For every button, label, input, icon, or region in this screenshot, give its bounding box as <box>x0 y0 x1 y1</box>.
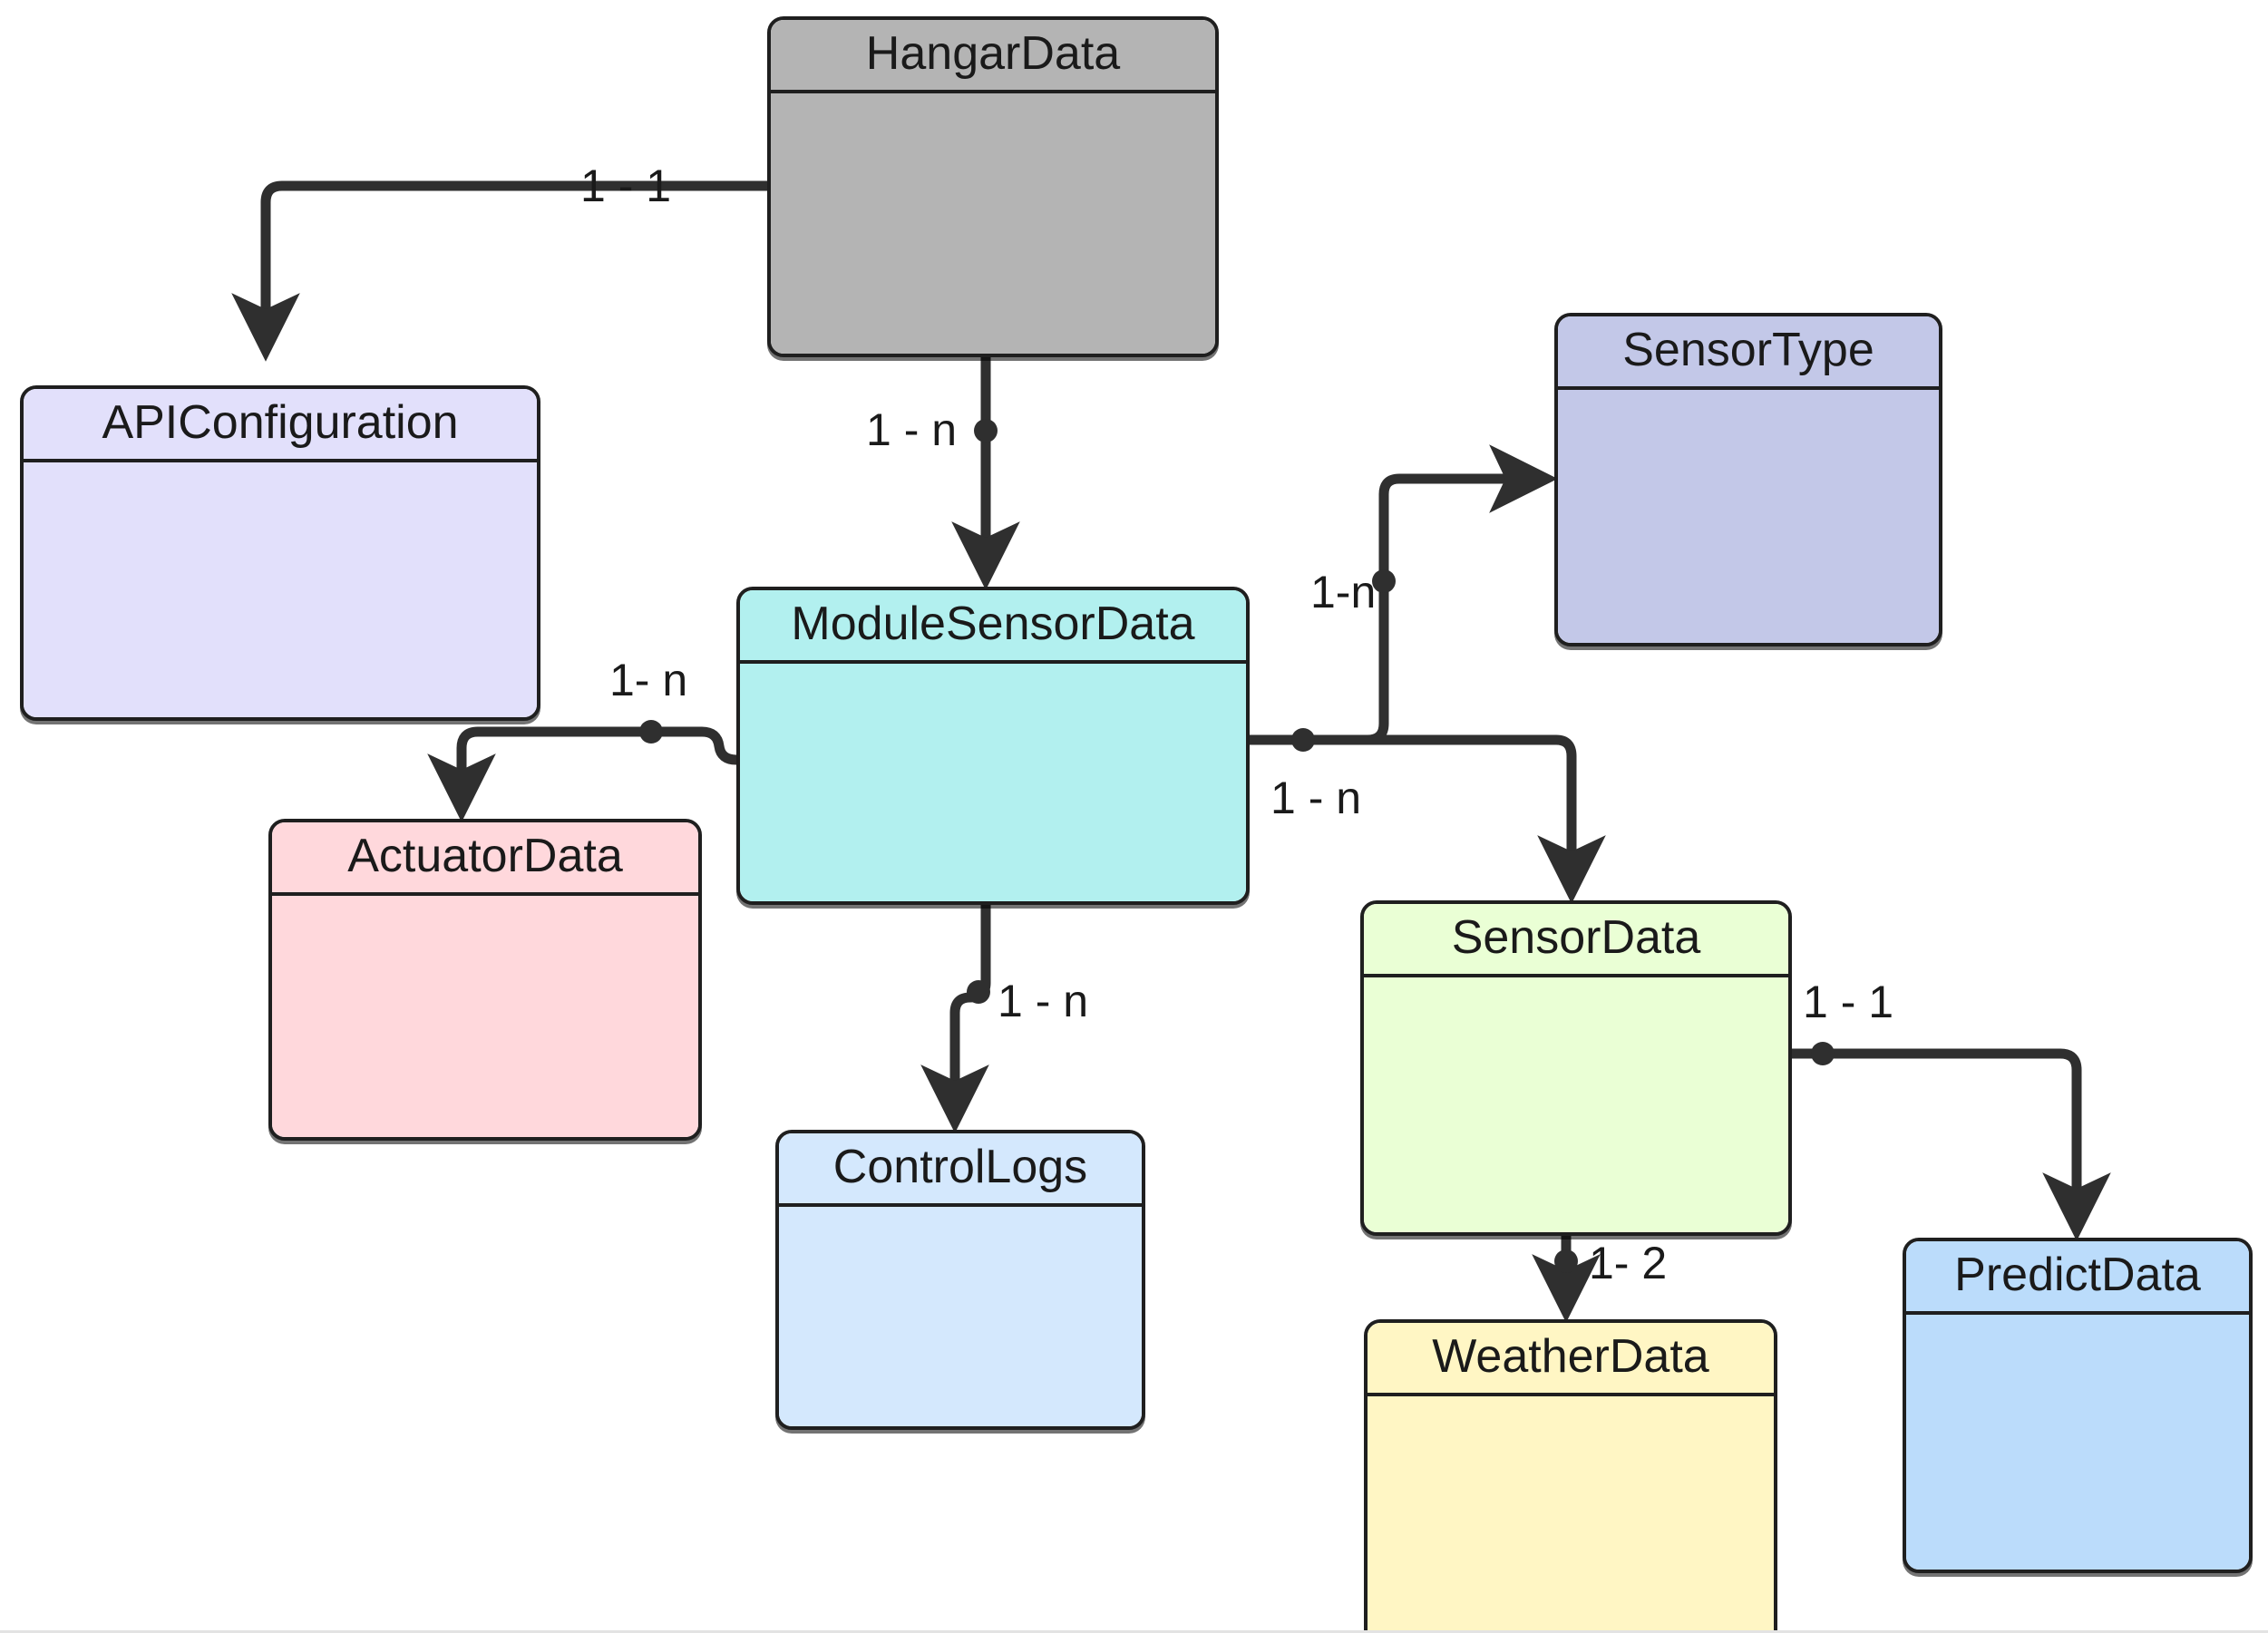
edge-label-hangar-api: 1 - 1 <box>580 160 672 211</box>
edge-label-module-sensordata: 1 - n <box>1270 773 1362 823</box>
entity-predictdata[interactable]: PredictData <box>1903 1238 2253 1573</box>
edge-label-module-controllogs: 1 - n <box>998 976 1089 1026</box>
edge-modulesensordata-to-controllogs <box>920 899 991 1133</box>
entity-modulesensordata-title: ModuleSensorData <box>740 590 1246 664</box>
entity-modulesensordata-body <box>740 663 1246 901</box>
entity-modulesensordata[interactable]: ModuleSensorData <box>736 587 1250 905</box>
entity-hangardata-title: HangarData <box>771 20 1215 93</box>
entity-apiconfiguration-title: APIConfiguration <box>24 389 537 462</box>
edge-label-module-actuator: 1- n <box>609 655 688 705</box>
edge-hangar-to-modulesensordata <box>951 352 1020 590</box>
edge-label-sensordata-weather: 1- 2 <box>1589 1238 1668 1288</box>
entity-sensortype[interactable]: SensorType <box>1554 313 1942 646</box>
entity-actuatordata[interactable]: ActuatorData <box>268 819 702 1141</box>
entity-sensordata-body <box>1364 977 1788 1232</box>
edge-modulesensordata-to-actuatordata <box>427 720 742 822</box>
entity-sensortype-body <box>1558 389 1939 643</box>
entity-weatherdata-body <box>1368 1395 1774 1633</box>
edge-sensordata-to-predictdata <box>1786 1042 2111 1241</box>
edge-label-module-sensortype: 1-n <box>1310 567 1377 617</box>
edge-modulesensordata-to-sensortype <box>1244 444 1558 745</box>
entity-hangardata[interactable]: HangarData <box>767 16 1219 357</box>
entity-predictdata-title: PredictData <box>1906 1241 2249 1315</box>
entity-sensordata[interactable]: SensorData <box>1360 900 1792 1236</box>
entity-weatherdata-title: WeatherData <box>1368 1323 1774 1396</box>
entity-apiconfiguration-body <box>24 462 537 717</box>
edge-sensordata-to-weatherdata <box>1532 1230 1601 1323</box>
entity-sensordata-title: SensorData <box>1364 904 1788 977</box>
edge-label-sensordata-predict: 1 - 1 <box>1803 977 1894 1027</box>
entity-controllogs-title: ControlLogs <box>779 1133 1142 1207</box>
entity-sensortype-title: SensorType <box>1558 316 1939 390</box>
entity-hangardata-body <box>771 92 1215 354</box>
entity-weatherdata[interactable]: WeatherData <box>1364 1319 1777 1633</box>
entity-controllogs-body <box>779 1206 1142 1426</box>
entity-actuatordata-body <box>272 895 698 1137</box>
edge-label-hangar-module: 1 - n <box>866 404 958 455</box>
entity-controllogs[interactable]: ControlLogs <box>775 1130 1145 1430</box>
bottom-divider <box>0 1630 2268 1633</box>
edge-hangar-to-apiconfiguration <box>231 180 773 362</box>
entity-apiconfiguration[interactable]: APIConfiguration <box>20 385 540 721</box>
entity-actuatordata-title: ActuatorData <box>272 822 698 896</box>
entity-predictdata-body <box>1906 1314 2249 1570</box>
